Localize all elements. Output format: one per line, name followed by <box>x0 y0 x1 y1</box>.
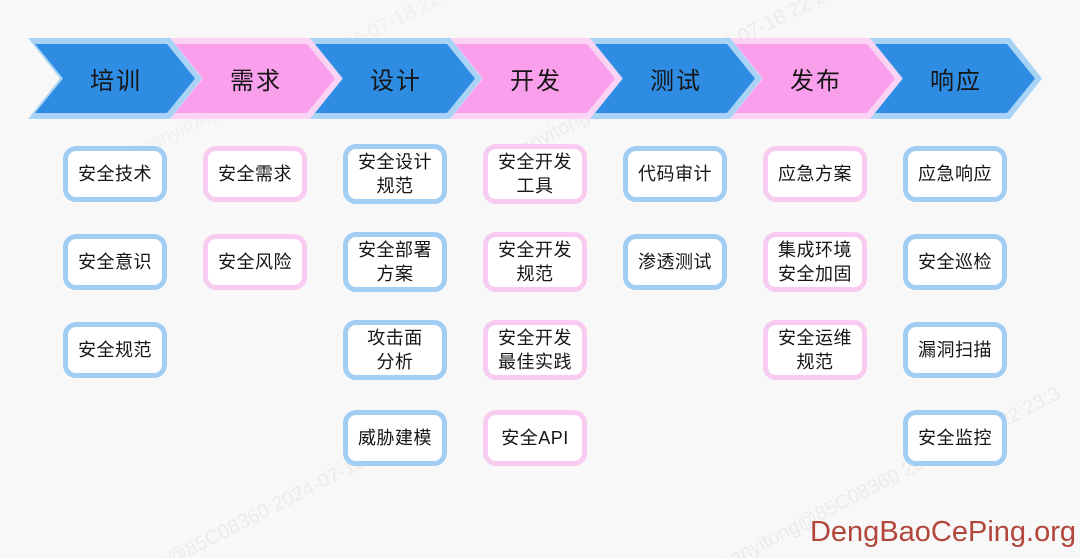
practice-box: 安全规范 <box>63 322 167 378</box>
practice-box-line: 安全运维 <box>778 328 852 348</box>
column-slot: 应急方案 <box>745 130 885 218</box>
practice-box-line: 安全规范 <box>78 340 152 360</box>
practice-box-line: 应急方案 <box>778 164 852 184</box>
practice-box-line: 安全技术 <box>78 164 152 184</box>
practice-box: 应急响应 <box>903 146 1007 202</box>
practice-box: 安全风险 <box>203 234 307 290</box>
column-slot: 安全开发最佳实践 <box>465 306 605 394</box>
practice-box-line: 应急响应 <box>918 164 992 184</box>
practice-box-line: 安全需求 <box>218 164 292 184</box>
stage-label: 设计 <box>370 68 422 95</box>
practice-box: 安全技术 <box>63 146 167 202</box>
practice-box-line: 安全部署 <box>358 240 432 260</box>
column-slot: 安全运维规范 <box>745 306 885 394</box>
column-slot: 安全巡检 <box>885 218 1025 306</box>
practice-box-line: 规范 <box>376 176 414 196</box>
column-slot: 安全需求 <box>185 130 325 218</box>
practice-box: 集成环境安全加固 <box>763 232 867 292</box>
practice-box-line: 安全开发 <box>498 152 572 172</box>
stage-label: 响应 <box>930 68 982 95</box>
practice-box-line: 安全监控 <box>918 428 992 448</box>
practice-box-line: 漏洞扫描 <box>918 340 992 360</box>
stage-column-2: 安全需求安全风险 <box>185 130 325 306</box>
stage-column-6: 应急方案集成环境安全加固安全运维规范 <box>745 130 885 394</box>
stage-column-3: 安全设计规范安全部署方案攻击面分析威胁建模 <box>325 130 465 482</box>
practice-box-line: 分析 <box>376 352 414 372</box>
stage-label: 培训 <box>90 68 142 95</box>
practice-box-line: 安全开发 <box>498 240 572 260</box>
practice-box: 安全开发最佳实践 <box>483 320 587 380</box>
column-slot: 安全设计规范 <box>325 130 465 218</box>
practice-box: 安全开发工具 <box>483 144 587 204</box>
column-slot: 安全API <box>465 394 605 482</box>
practice-box: 安全需求 <box>203 146 307 202</box>
practice-box: 安全设计规范 <box>343 144 447 204</box>
column-slot: 代码审计 <box>605 130 745 218</box>
practice-box: 安全运维规范 <box>763 320 867 380</box>
practice-box: 安全意识 <box>63 234 167 290</box>
practice-box-line: 攻击面 <box>367 328 423 348</box>
practice-box-line: 安全意识 <box>78 252 152 272</box>
practice-box: 安全监控 <box>903 410 1007 466</box>
practice-box-line: 规范 <box>796 352 834 372</box>
practice-box-line: 方案 <box>376 264 414 284</box>
stage-chevron-1: 培训 <box>28 38 202 119</box>
practice-box-line: 安全巡检 <box>918 252 992 272</box>
practice-box-line: 威胁建模 <box>358 428 432 448</box>
practice-box-line: 安全风险 <box>218 252 292 272</box>
practice-box-line: 工具 <box>516 176 554 196</box>
column-slot: 渗透测试 <box>605 218 745 306</box>
column-slot: 威胁建模 <box>325 394 465 482</box>
stage-label: 开发 <box>510 68 562 95</box>
column-slot: 应急响应 <box>885 130 1025 218</box>
column-slot: 安全监控 <box>885 394 1025 482</box>
stage-label: 测试 <box>650 68 702 95</box>
stage-column-1: 安全技术安全意识安全规范 <box>45 130 185 394</box>
practice-box-line: 集成环境 <box>778 240 852 260</box>
stage-label: 发布 <box>790 68 842 95</box>
practice-box: 安全部署方案 <box>343 232 447 292</box>
practice-box: 安全巡检 <box>903 234 1007 290</box>
practice-box: 应急方案 <box>763 146 867 202</box>
practice-box: 漏洞扫描 <box>903 322 1007 378</box>
column-slot: 安全开发工具 <box>465 130 605 218</box>
column-slot: 安全意识 <box>45 218 185 306</box>
stage-column-4: 安全开发工具安全开发规范安全开发最佳实践安全API <box>465 130 605 482</box>
practice-box: 威胁建模 <box>343 410 447 466</box>
practice-box-line: 安全加固 <box>778 264 852 284</box>
practice-box: 安全API <box>483 410 587 466</box>
practice-box: 安全开发规范 <box>483 232 587 292</box>
site-mark: DengBaoCePing.org <box>809 516 1076 548</box>
practice-box-line: 最佳实践 <box>498 352 572 372</box>
stage-column-7: 应急响应安全巡检漏洞扫描安全监控 <box>885 130 1025 482</box>
practice-box-line: 规范 <box>516 264 554 284</box>
column-slot: 集成环境安全加固 <box>745 218 885 306</box>
column-slot: 安全风险 <box>185 218 325 306</box>
stage-column-5: 代码审计渗透测试 <box>605 130 745 306</box>
column-slot: 安全开发规范 <box>465 218 605 306</box>
practice-box-line: 渗透测试 <box>638 252 712 272</box>
column-slot: 漏洞扫描 <box>885 306 1025 394</box>
practice-box-line: 安全设计 <box>358 152 432 172</box>
column-slot: 攻击面分析 <box>325 306 465 394</box>
column-slot: 安全规范 <box>45 306 185 394</box>
practice-box: 代码审计 <box>623 146 727 202</box>
practice-box-line: 安全API <box>501 428 569 448</box>
column-slot: 安全技术 <box>45 130 185 218</box>
column-slot: 安全部署方案 <box>325 218 465 306</box>
practice-box-line: 代码审计 <box>638 164 712 184</box>
stage-label: 需求 <box>230 68 282 95</box>
practice-box-line: 安全开发 <box>498 328 572 348</box>
practice-box: 攻击面分析 <box>343 320 447 380</box>
practice-box: 渗透测试 <box>623 234 727 290</box>
